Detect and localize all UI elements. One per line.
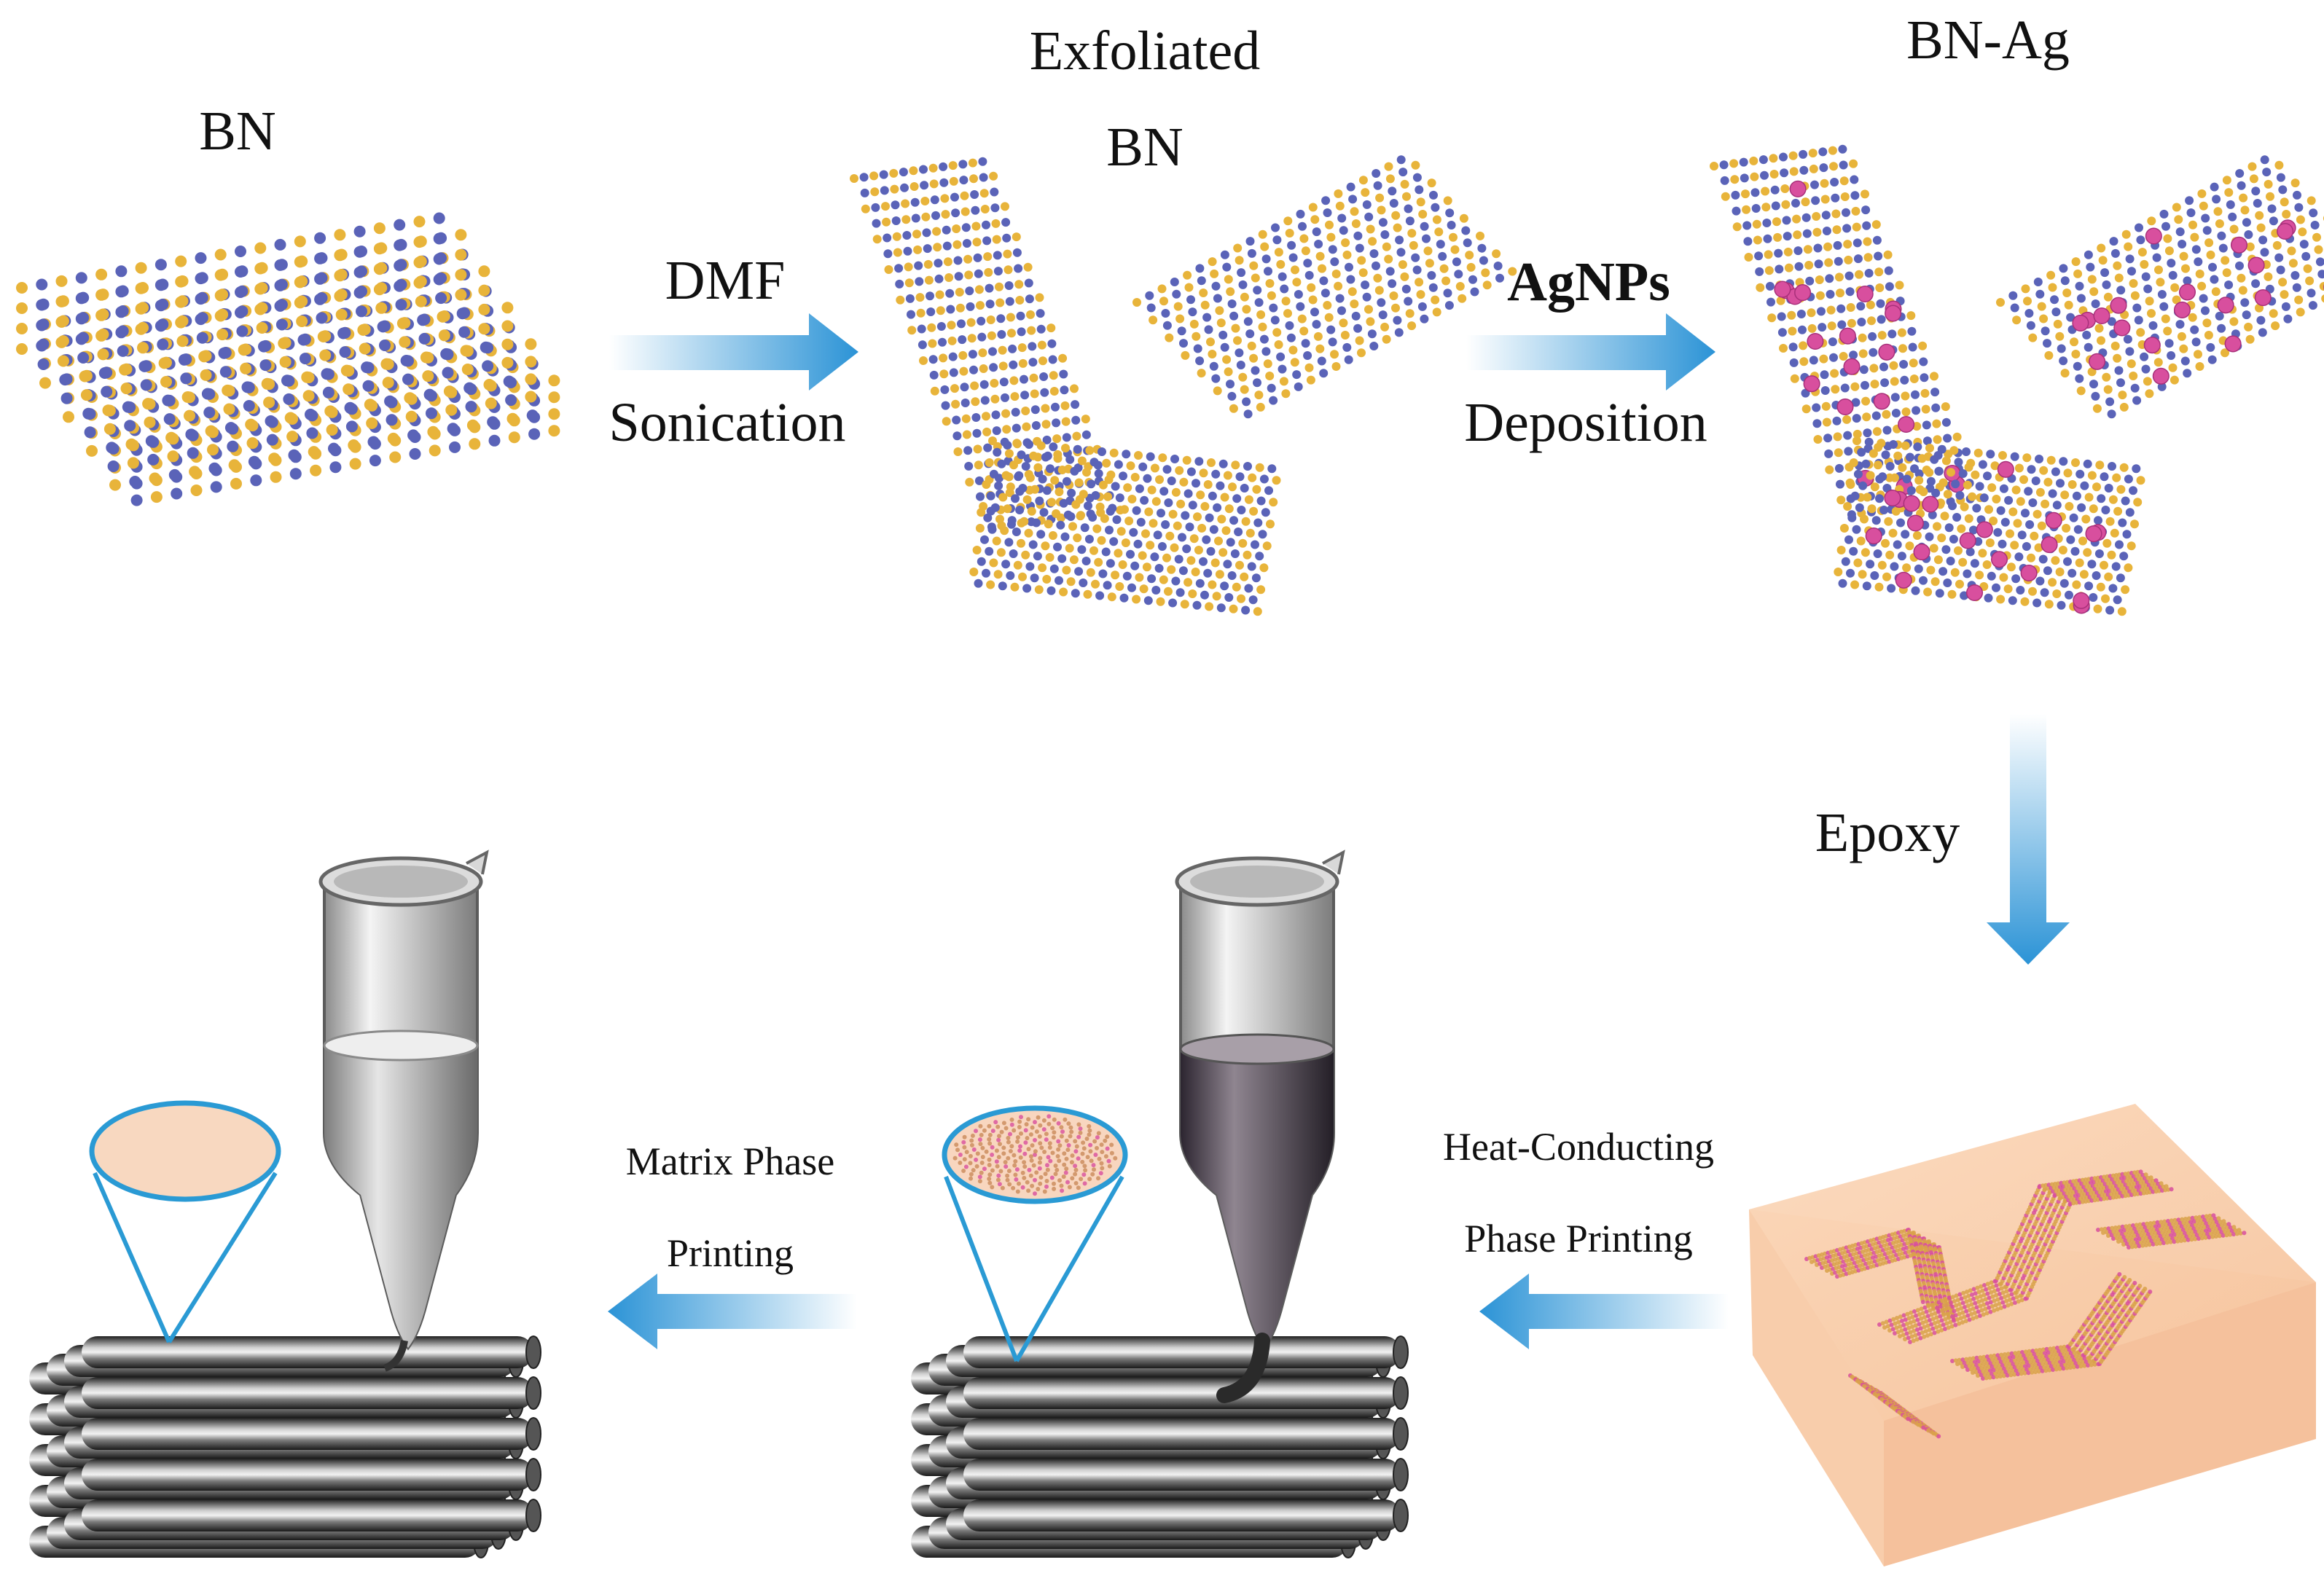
exfoliated-bn-sheet (1132, 155, 1517, 419)
label-matrix-line1: Matrix Phase (626, 1139, 834, 1183)
fiber-bundle-middle (911, 1335, 1409, 1558)
exfoliated-bn-sheet (969, 436, 1281, 616)
printer-nozzle-heat-conducting (1175, 850, 1345, 1403)
label-heat-conducting-line1: Heat-Conducting (1443, 1125, 1714, 1169)
arrow-left-heat-conducting (1479, 1274, 1729, 1349)
bn-ag-sheet (1834, 436, 2145, 616)
arrow-right-sonication (609, 313, 858, 391)
magnifier-cone-matrix (89, 1100, 281, 1343)
label-deposition: Deposition (1464, 392, 1707, 453)
magnifier-cone-heat-conducting (942, 1105, 1128, 1362)
label-sonication: Sonication (609, 392, 845, 453)
arrow-right-deposition (1466, 313, 1715, 391)
fiber-bundle-left (29, 1335, 541, 1558)
label-bn-ag: BN-Ag (1906, 9, 2070, 71)
label-exfoliated-line2: BN (1106, 117, 1183, 178)
arrow-left-matrix (608, 1274, 857, 1349)
epoxy-composite-block (1749, 1104, 2316, 1566)
label-exfoliated-line1: Exfoliated (1030, 20, 1261, 82)
bn-bulk-lattice (16, 212, 560, 506)
label-dmf: DMF (665, 250, 786, 311)
bn-ag-sheet (1710, 144, 1985, 519)
printer-nozzle-matrix (318, 850, 489, 1372)
bn-ag-sheet (1996, 155, 2324, 419)
label-bn: BN (199, 101, 276, 162)
bn-ag-filler-network (1804, 1169, 2247, 1439)
label-heat-conducting-line2: Phase Printing (1464, 1217, 1693, 1260)
bn-ag-filler-magnified (952, 1114, 1118, 1196)
label-matrix-line2: Printing (667, 1231, 794, 1275)
arrow-down-epoxy (1987, 714, 2070, 965)
label-agnps: AgNPs (1507, 251, 1670, 313)
label-epoxy: Epoxy (1815, 802, 1960, 863)
